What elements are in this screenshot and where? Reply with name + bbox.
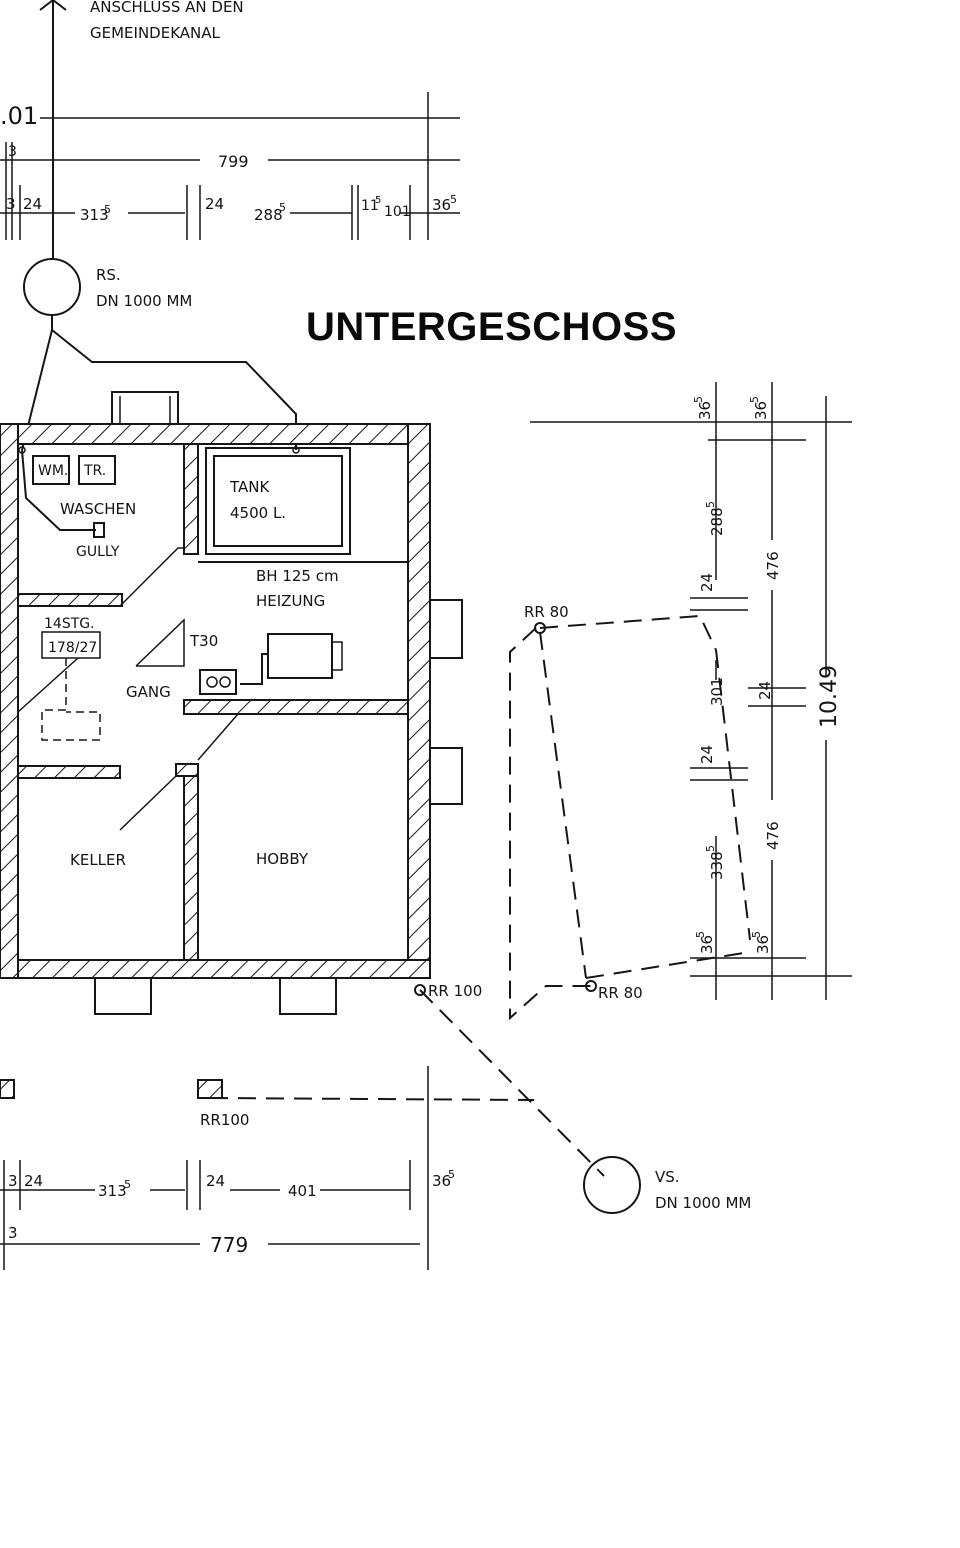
top-dim-total: 799 — [218, 152, 249, 171]
rr100-marker — [414, 984, 426, 996]
top-dim-3: 313 — [80, 206, 109, 224]
right-dim-top-a-sup: 5 — [692, 396, 705, 403]
rs-size: DN 1000 MM — [96, 292, 192, 310]
tank-outline — [205, 447, 351, 555]
right-dimension-lines — [530, 382, 852, 1000]
vs-manhole — [583, 1156, 641, 1214]
level-mark: .01 — [0, 102, 38, 130]
vs-label: VS. — [655, 1168, 680, 1186]
top-dim-8-sup: 5 — [450, 193, 457, 206]
right-dim-s5: 338 — [708, 851, 726, 880]
top-dim-6: 11 — [361, 198, 379, 214]
stairs-box — [41, 631, 101, 659]
top-dim-5: 288 — [254, 206, 283, 224]
right-dim-b1: 476 — [764, 551, 782, 580]
room-heizung: HEIZUNG — [256, 592, 325, 610]
tank-label: TANK — [229, 478, 270, 496]
top-dim-8: 36 — [432, 196, 451, 214]
left-edge-marker — [0, 1079, 15, 1099]
rr100-lower-marker — [197, 1079, 223, 1099]
shaft — [111, 391, 179, 425]
drain-lines — [209, 614, 751, 1177]
bottom-dim-3-sup: 5 — [124, 1178, 131, 1191]
washing-machine-box — [32, 455, 70, 485]
oil-filter-icon — [199, 669, 237, 695]
bottom-dim-2: 24 — [24, 1172, 43, 1190]
right-dim-s1: 288 — [708, 507, 726, 536]
top-dim-5-sup: 5 — [279, 201, 286, 214]
top-dim-6-sup: 5 — [375, 195, 381, 206]
right-dim-s2: 24 — [698, 573, 716, 592]
wm-label: WM. — [38, 463, 68, 479]
rr100-lower-label: RR100 — [200, 1111, 249, 1129]
connection-arrow — [39, 0, 67, 258]
gully-label: GULLY — [76, 544, 120, 560]
right-dim-s4: 24 — [698, 745, 716, 764]
bottom-dim-3: 313 — [98, 1182, 127, 1200]
connection-label-line1: ANSCHLUSS AN DEN — [90, 0, 244, 16]
right-dim-s1-sup: 5 — [704, 501, 717, 508]
top-dimension-lines — [0, 92, 460, 240]
top-dim-3-sup: 5 — [104, 203, 111, 216]
bottom-dim-6-sup: 5 — [448, 1168, 455, 1181]
right-dim-s3: 301 — [708, 677, 726, 706]
right-dim-total: 10.49 — [817, 665, 842, 728]
right-dim-b3: 476 — [764, 821, 782, 850]
room-waschen: WASCHEN — [60, 500, 136, 518]
boiler-icon — [267, 633, 333, 679]
right-dim-s6-sup: 5 — [694, 931, 707, 938]
top-dim-left-edge: 3 — [8, 144, 17, 160]
tank-volume: 4500 L. — [230, 504, 286, 522]
building-walls — [0, 423, 431, 979]
vs-size: DN 1000 MM — [655, 1194, 751, 1212]
connection-label-line2: GEMEINDEKANAL — [90, 24, 221, 42]
right-dim-b4: 36 — [754, 935, 772, 954]
tr-label: TR. — [83, 463, 106, 479]
rs-label: RS. — [96, 266, 121, 284]
top-dim-2: 24 — [23, 195, 42, 213]
stairs-ratio: 178/27 — [48, 640, 97, 656]
rr80-bottom-label: RR 80 — [598, 984, 643, 1002]
bottom-dim-1: 3 — [8, 1172, 18, 1190]
bottom-dimension-lines — [0, 1066, 429, 1270]
right-dim-b2: 24 — [756, 681, 774, 700]
rr100-label: RR 100 — [428, 982, 482, 1000]
bh-label: BH 125 cm — [256, 567, 339, 585]
room-keller: KELLER — [70, 851, 126, 869]
bottom-dim-6: 36 — [432, 1172, 451, 1190]
top-dim-4: 24 — [205, 195, 224, 213]
rr80-bottom-marker — [585, 980, 597, 992]
right-dim-top-b: 36 — [752, 401, 770, 420]
page-title: UNTERGESCHOSS — [306, 305, 677, 349]
door-t30-label: T30 — [189, 632, 218, 650]
room-gang: GANG — [126, 683, 171, 701]
dryer-box — [78, 455, 116, 485]
bottom-dim-5: 401 — [288, 1182, 317, 1200]
top-dim-7: 101 — [384, 204, 411, 220]
rs-manhole — [23, 258, 81, 316]
rr80-top-label: RR 80 — [524, 603, 569, 621]
doors — [119, 547, 239, 831]
right-dim-s6: 36 — [698, 935, 716, 954]
rr80-top-marker — [534, 622, 546, 634]
gully-icon — [93, 522, 105, 538]
right-dim-b4-sup: 5 — [750, 931, 763, 938]
right-dimension-text: 36 5 36 5 288 5 24 301 24 338 5 36 5 476… — [692, 396, 842, 954]
bottom-dim-total: 779 — [210, 1233, 248, 1257]
bottom-dim-left-edge: 3 — [8, 1224, 18, 1242]
room-hobby: HOBBY — [256, 850, 309, 868]
top-dim-1: 3 — [6, 195, 16, 213]
right-dim-top-a: 36 — [696, 401, 714, 420]
stairs-label: 14STG. — [44, 616, 95, 632]
right-dim-top-b-sup: 5 — [748, 396, 761, 403]
right-dim-s5-sup: 5 — [704, 845, 717, 852]
window-wells — [94, 599, 463, 1015]
bottom-dim-4: 24 — [206, 1172, 225, 1190]
